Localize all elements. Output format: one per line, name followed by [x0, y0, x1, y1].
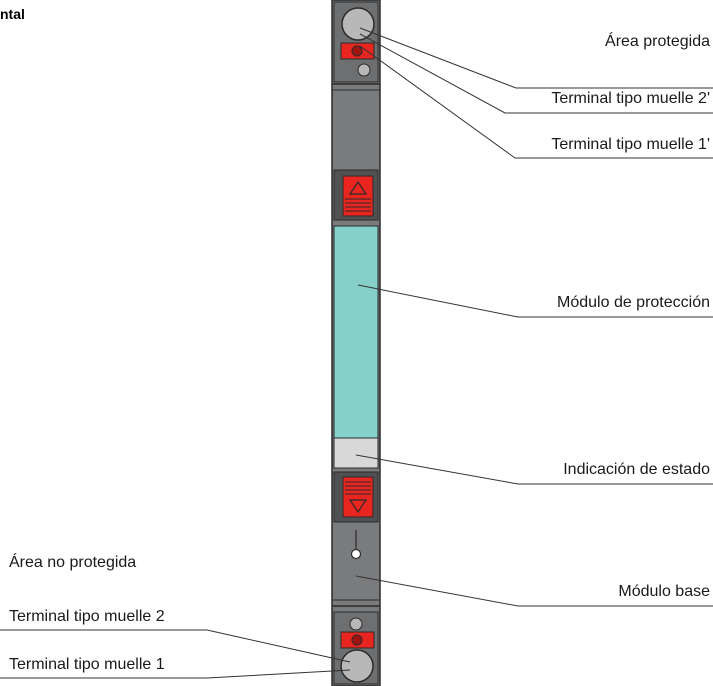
leader-spring-terminal-2p	[359, 33, 713, 114]
upper-latch-arrow-up-icon	[348, 180, 368, 195]
label-protected-area: Área protegida	[605, 33, 710, 50]
lower-red-latch-icon	[342, 476, 374, 518]
leader-spring-terminal-2	[0, 629, 351, 663]
label-spring-terminal-1p: Terminal tipo muelle 1'	[551, 136, 710, 153]
bottom-screw-hole-icon	[340, 649, 374, 683]
label-spring-terminal-1: Terminal tipo muelle 1	[9, 656, 165, 673]
bottom-latch-hole-icon	[351, 634, 363, 646]
leader-spring-terminal-1	[0, 669, 351, 679]
top-screw-hole-icon	[341, 7, 375, 41]
heading-fragment: ntal	[0, 6, 25, 22]
label-status-indication: Indicación de estado	[563, 461, 710, 478]
label-spring-terminal-2p: Terminal tipo muelle 2'	[551, 90, 710, 107]
label-protection-module: Módulo de protección	[557, 294, 710, 311]
leader-protection-module	[357, 284, 713, 318]
lower-latch-arrow-down-icon	[348, 499, 368, 514]
label-spring-terminal-2: Terminal tipo muelle 2	[9, 608, 165, 625]
bottom-small-hole-icon	[349, 617, 363, 631]
leader-base-module	[355, 575, 713, 607]
top-small-hole-icon	[357, 63, 371, 77]
label-unprotected-area: Área no protegida	[9, 554, 137, 571]
leader-protected-area	[359, 27, 713, 89]
top-latch-hole-icon	[351, 45, 363, 57]
protection-module-window	[333, 225, 379, 439]
leader-status-indication	[355, 454, 713, 485]
pin-head-icon	[350, 548, 362, 560]
label-base-module: Módulo base	[618, 583, 710, 600]
status-indication-window	[333, 437, 379, 469]
leader-spring-terminal-1p	[359, 45, 713, 159]
